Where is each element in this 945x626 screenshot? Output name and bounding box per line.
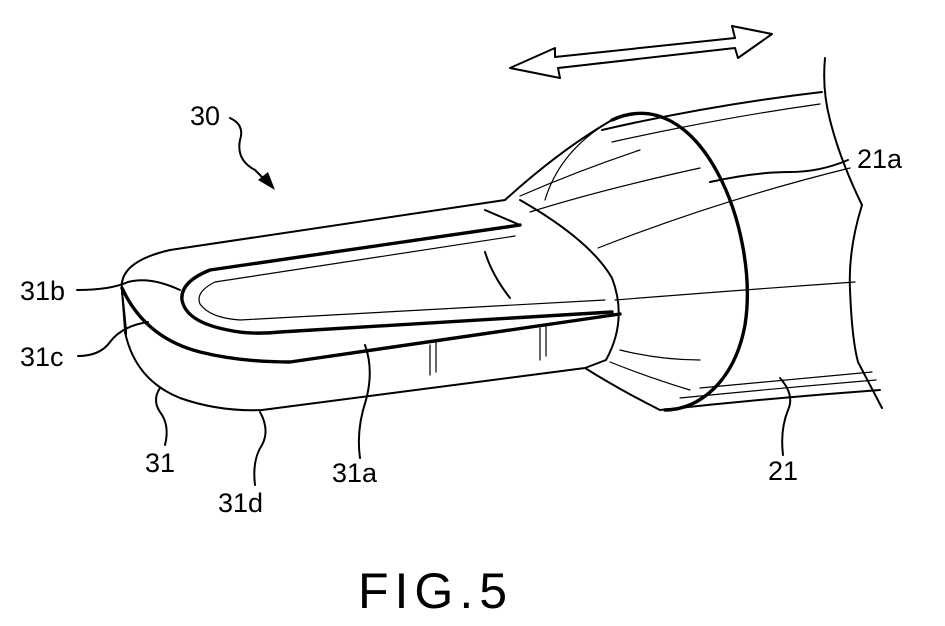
label-31: 31 [145,448,175,478]
label-31a: 31a [332,458,378,488]
tube-surface-line-2 [615,282,855,300]
cone-shading-4 [610,362,690,390]
cone-rim-back [545,120,612,200]
leader-31 [156,388,167,445]
side-mark-1 [430,343,436,375]
leader-31a [359,345,370,458]
label-31c: 31c [20,342,64,372]
label-21a: 21a [857,144,903,174]
slot-31b-outer [182,225,612,333]
slot-31b-inner [199,236,605,320]
slot-back-line [485,210,520,225]
tube-bottom-inner-line [680,380,876,398]
plate-31 [122,200,620,410]
plate-lower-outline [125,332,585,410]
slot-inner-curve [485,252,510,298]
cone-upper-edge [505,120,612,200]
leader-30 [230,118,270,185]
tube-top-edge [602,92,822,130]
leader-lines [77,118,848,485]
cone-lower-edge [585,368,660,410]
label-30: 30 [190,101,220,131]
leader-21a [710,160,848,182]
side-mark-2 [540,326,546,360]
cone-front-cut [520,200,619,368]
cone-shading-3 [620,350,700,360]
tube-bottom-edge [660,390,880,410]
figure-caption: FIG.5 [358,563,513,619]
cone-tip [505,113,747,410]
leader-31b [77,280,180,290]
label-31b: 31b [20,276,65,306]
cone-shading-1 [520,150,640,196]
label-21: 21 [768,456,798,486]
leader-21 [780,378,790,455]
reference-labels: 30 21a 31b 31c 31 31d 31a 21 [20,101,903,518]
movement-double-arrow [510,26,772,78]
label-31d: 31d [218,488,263,518]
tube-break-line [824,58,882,408]
tube-top-inner-line [612,104,820,142]
cone-base-ellipse [612,113,747,410]
double-arrow-outline [510,26,772,78]
plate-top-outline [122,200,505,330]
leader-31c [78,322,148,356]
leader-31d [254,412,265,485]
